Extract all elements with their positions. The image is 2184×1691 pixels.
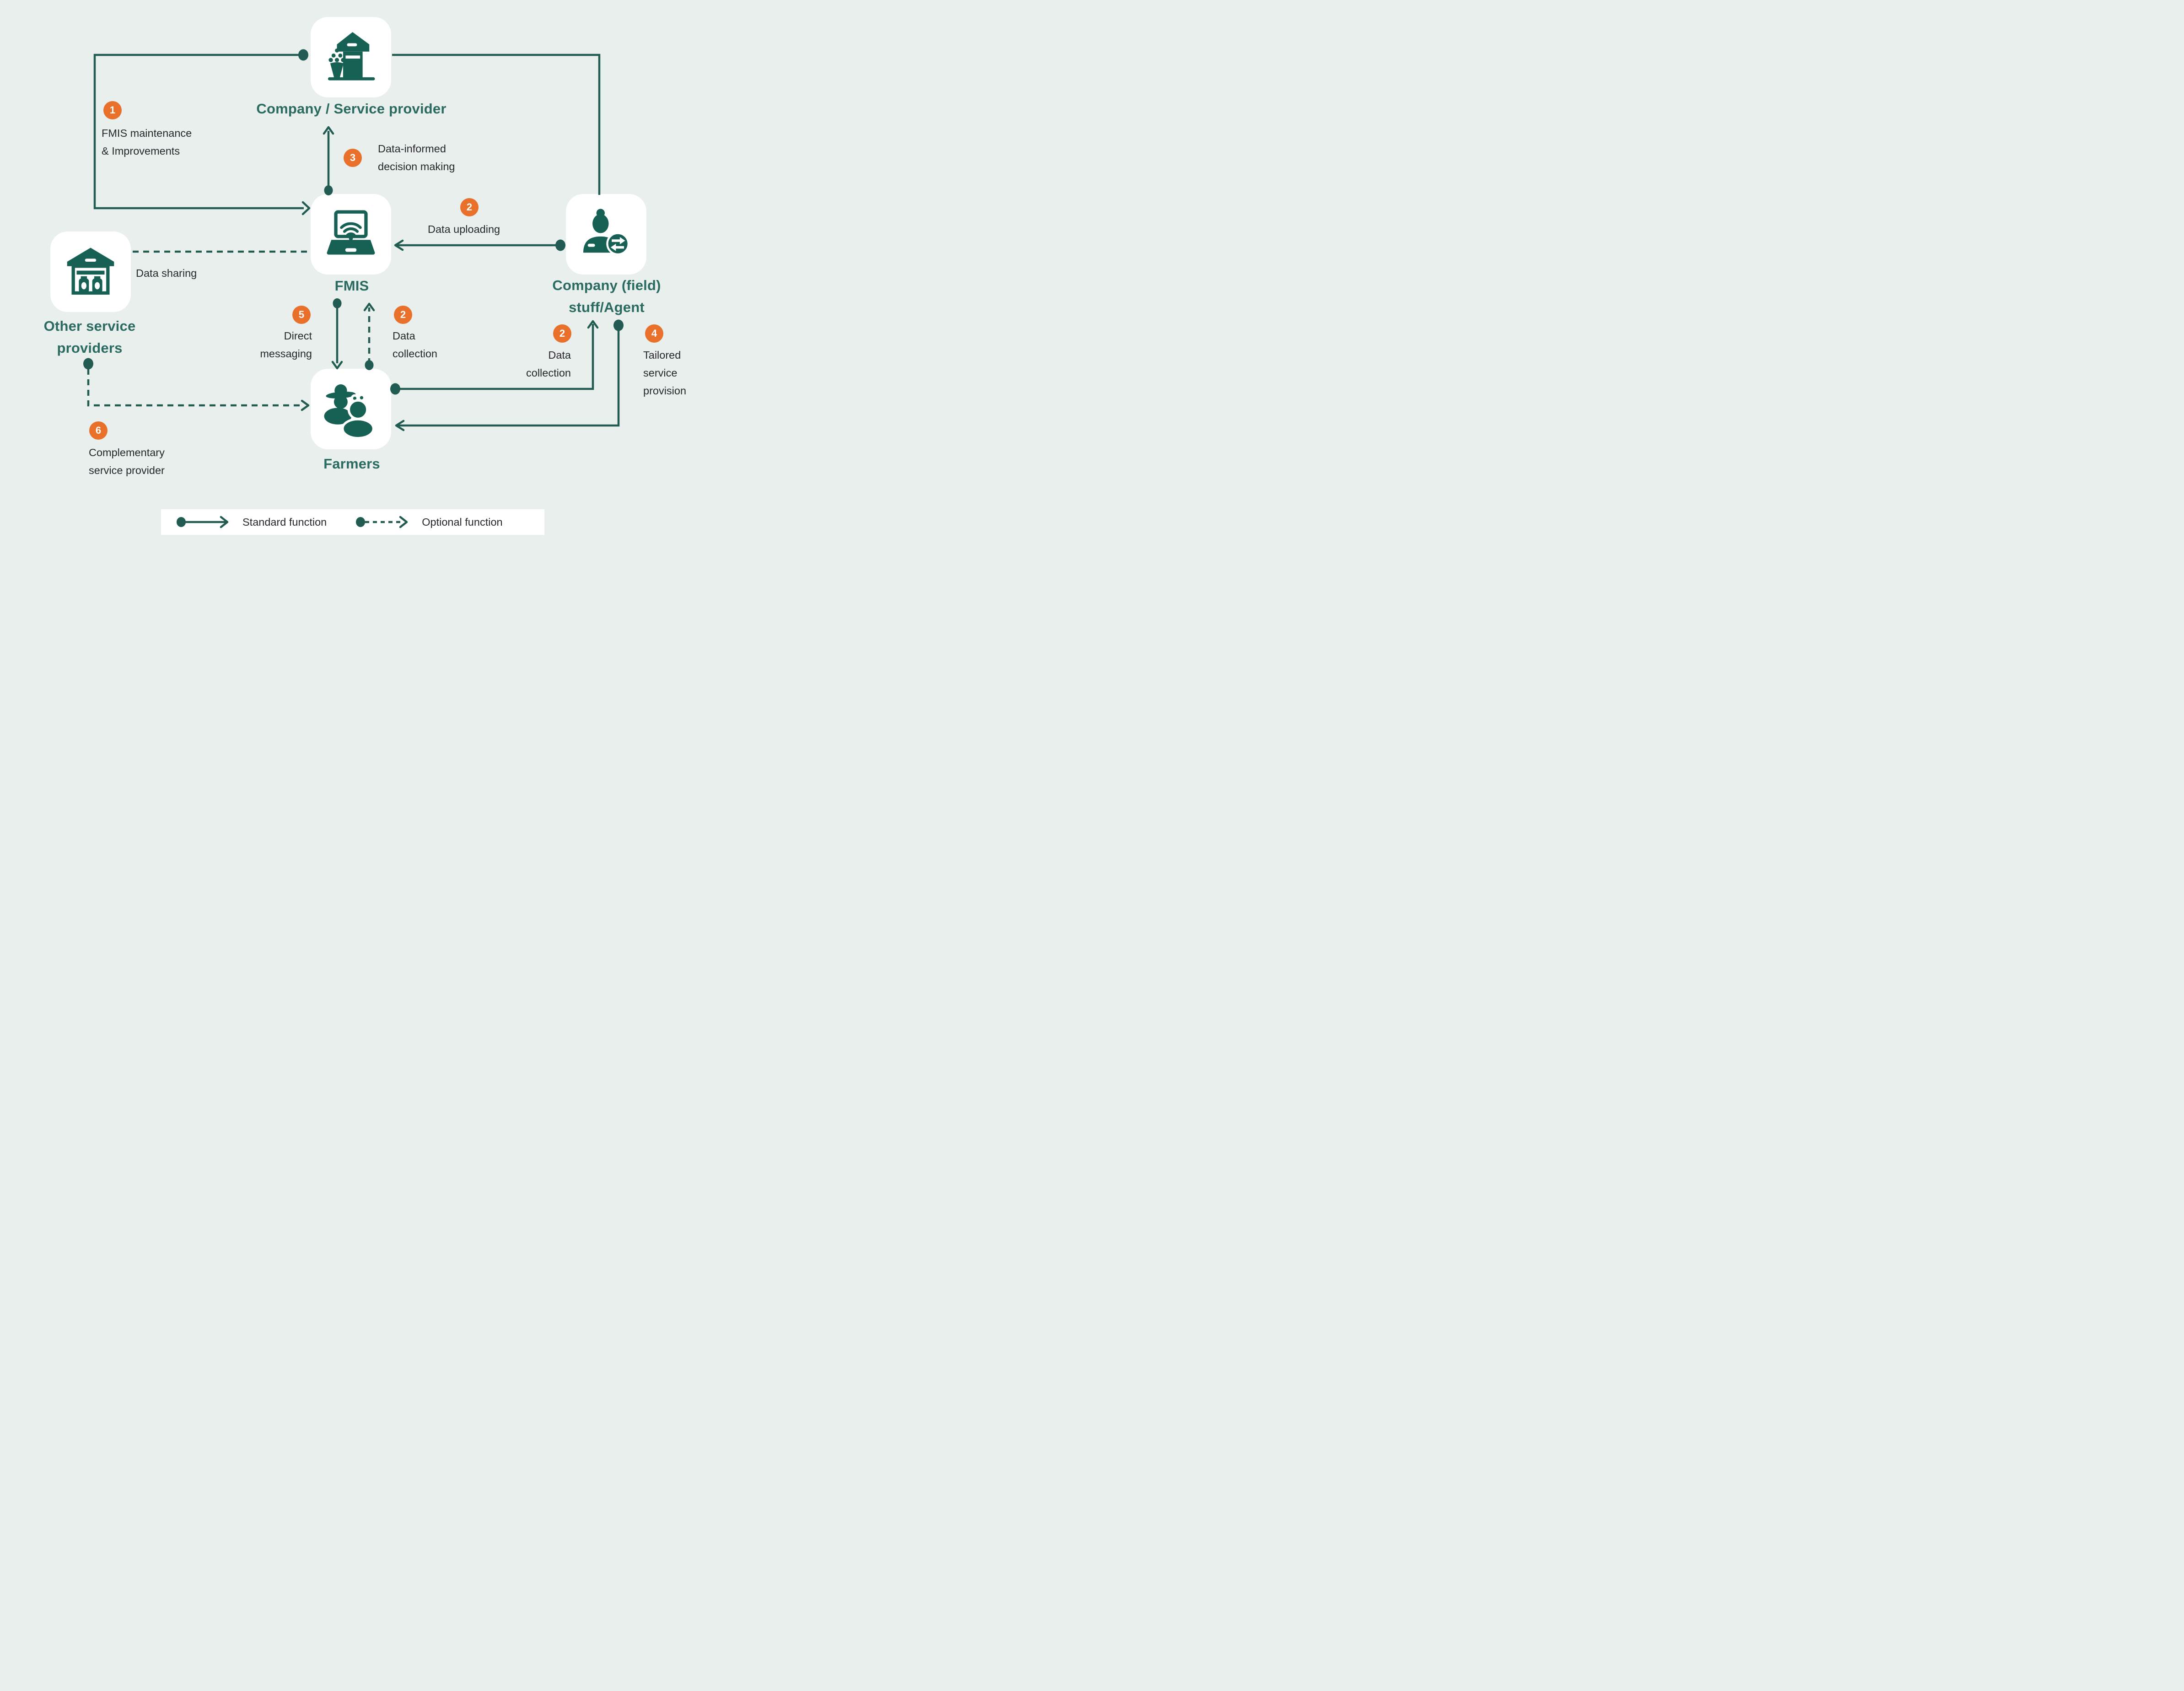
label-data-uploading: Data uploading [428,223,500,235]
label-tailored-service-line1: Tailored [643,349,681,361]
origin-dot-farmers-right [390,383,400,395]
label-data-collection-right: Data collection [526,346,571,382]
fmis-node-title: FMIS [334,278,369,294]
step-badge-3: 3 [344,149,362,167]
label-tailored-service-line2: service [643,367,678,379]
label-direct-messaging: Direct messaging [260,327,312,363]
label-decision-making: Data-informed decision making [378,140,455,176]
label-complementary-line1: Complementary [89,447,165,458]
arrowhead-into-farmers-left [301,399,310,411]
step-badge-4: 4 [645,324,663,343]
legend-standard-label: Standard function [242,516,327,528]
step-badge-5: 5 [292,306,311,324]
farmers-node-title: Farmers [323,456,380,472]
fmis-flow-diagram: Company / Service provider FMIS Company … [0,0,707,548]
label-fmis-maintenance: FMIS maintenance & Improvements [102,124,192,160]
other-title-line1: Other service [43,318,136,334]
label-fmis-maintenance-line2: & Improvements [102,145,180,157]
legend-standard-arrow-icon [177,516,229,528]
other-title-line2: providers [57,340,123,356]
origin-dot-other-bottom [83,358,93,370]
agent-title-line2: stuff/Agent [569,299,645,315]
label-tailored-service-line3: provision [643,385,687,397]
origin-dot-fmis-bottom [333,298,342,308]
laptop-wifi-icon [327,210,375,255]
field-agent-icon [583,209,629,256]
node-card-fmis [311,194,391,275]
node-card-agent [566,194,646,275]
origin-dot-company-left [298,49,308,61]
other-node-title: Other service providers [12,315,167,359]
label-complementary-line2: service provider [89,464,165,476]
connector-other-to-farmers-dashed [87,369,300,407]
label-data-collection-mid-line2: collection [393,348,437,360]
origin-dot-agent-bottom [613,319,624,331]
arrowhead-into-fmis-left [301,201,311,215]
step-badge-2-collection-right: 2 [553,324,571,343]
label-decision-making-line2: decision making [378,161,455,172]
node-card-farmers [311,369,391,449]
arrowhead-up-to-company [323,126,334,135]
label-data-collection-right-line2: collection [526,367,571,379]
label-complementary: Complementary service provider [89,444,165,479]
step-badge-2-collection-mid: 2 [394,306,412,324]
label-tailored-service: Tailored service provision [643,346,686,400]
label-data-collection-right-line1: Data [548,349,571,361]
arrowhead-into-fmis-right [394,239,404,251]
agent-node-title: Company (field) stuff/Agent [528,275,685,318]
agent-title-line1: Company (field) [552,277,661,293]
step-badge-6: 6 [89,421,108,440]
legend-optional-label: Optional function [422,516,503,528]
arrowhead-down-to-farmers [331,361,343,370]
node-card-company [311,17,391,97]
arrowhead-up-to-fmis [363,302,375,312]
step-badge-2-uploading: 2 [460,198,479,216]
legend-optional-arrow-icon [356,516,408,528]
label-data-sharing: Data sharing [136,267,197,279]
silo-store-icon [328,32,375,81]
label-fmis-maintenance-line1: FMIS maintenance [102,127,192,139]
label-decision-making-line1: Data-informed [378,143,446,155]
label-data-collection-mid-line1: Data [393,330,415,342]
legend: Standard function Optional function [161,509,544,535]
label-data-collection-mid: Data collection [393,327,437,363]
arrowhead-into-farmers-right [395,420,405,431]
farmers-icon [324,384,375,439]
origin-dot-agent-left [555,239,565,251]
step-badge-1: 1 [103,101,122,119]
company-node-title: Company / Service provider [256,101,446,117]
label-direct-messaging-line1: Direct [284,330,312,342]
warehouse-shed-icon [67,248,114,295]
label-direct-messaging-line2: messaging [260,348,312,360]
arrowhead-up-to-agent [587,320,599,329]
node-card-other-providers [50,232,131,312]
